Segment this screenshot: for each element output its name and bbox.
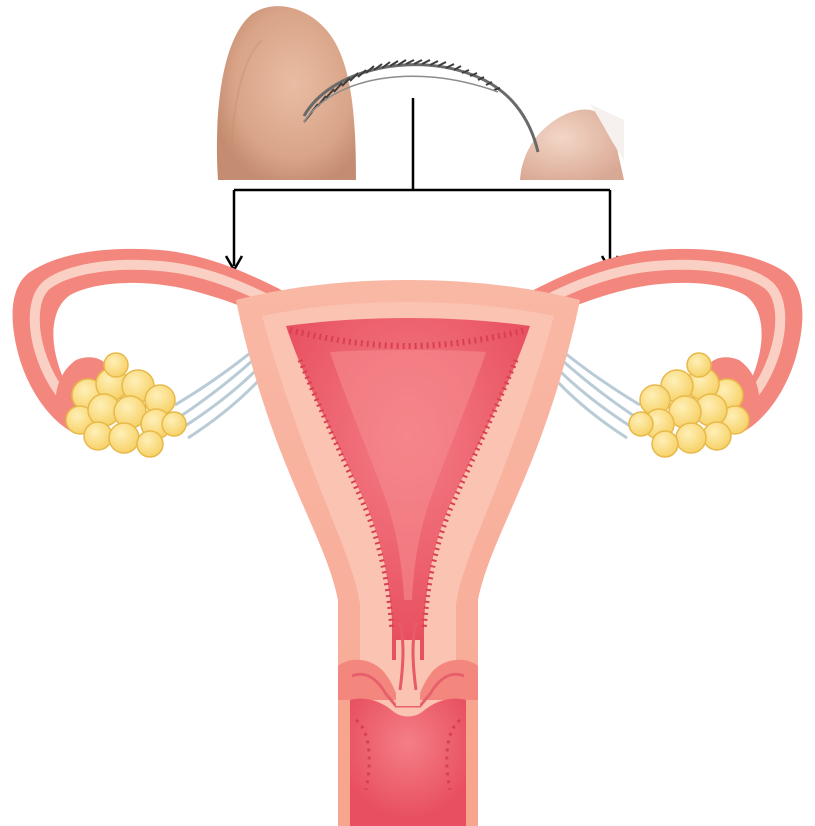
vagina (338, 699, 478, 826)
coil-insert-photo (217, 6, 624, 180)
